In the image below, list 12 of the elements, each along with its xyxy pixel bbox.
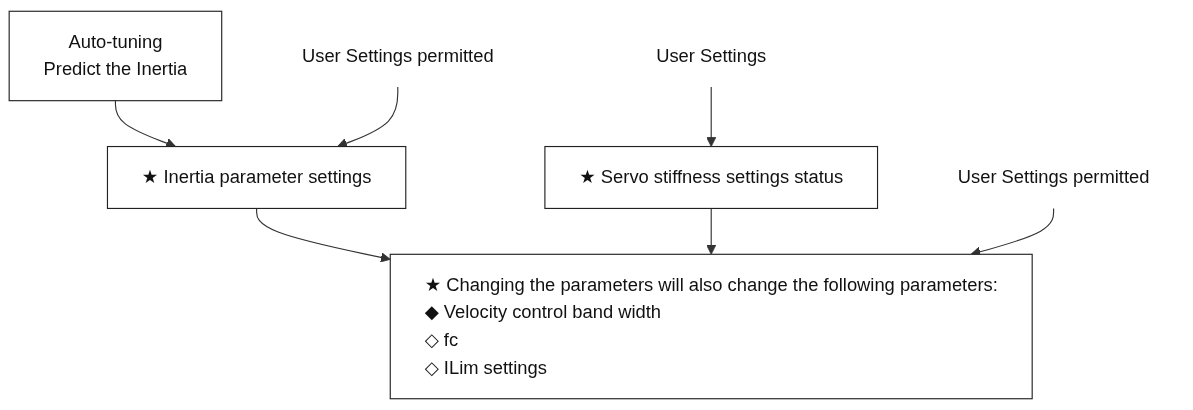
node-text: User Settings permitted <box>957 167 1150 187</box>
node-box: Auto-tuning Predict the Inertia <box>8 10 223 102</box>
arrow <box>256 207 391 263</box>
arrow <box>337 86 399 148</box>
arrow <box>706 207 717 255</box>
arrow <box>706 86 717 147</box>
arrow <box>114 100 176 148</box>
node-box: ★ Changing the parameters will also change the following parameters: ◆ Velocity control band width ◇ fc ◇ ILim settings <box>389 253 1033 400</box>
node-box: ★ Servo stiffness settings status <box>544 145 879 209</box>
node-text: User Settings <box>656 45 767 66</box>
node-text: User Settings permitted <box>301 45 494 66</box>
node-box: ★ Inertia parameter settings <box>106 145 407 209</box>
